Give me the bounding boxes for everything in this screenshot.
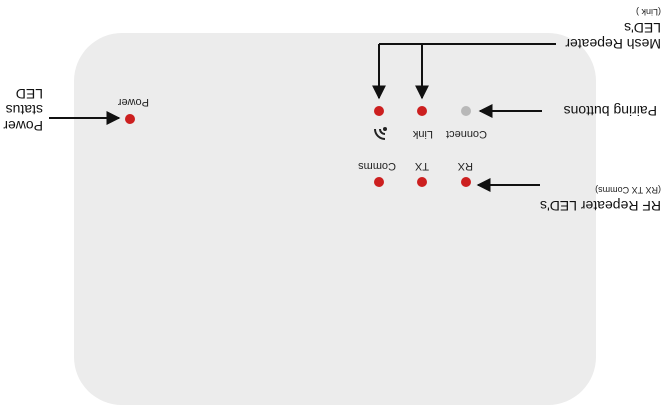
rf-repeater-sub: (RX TX Comms) <box>595 185 661 195</box>
power-callout: Power status LED <box>3 86 43 134</box>
mesh-repeater-callout: Mesh Repeater LED's (Link ) <box>565 4 661 52</box>
wireless-signal-icon <box>370 126 388 140</box>
pairing-callout: Pairing buttons <box>563 103 657 119</box>
mesh-repeater-sub: (Link ) <box>635 7 661 17</box>
rf-repeater-callout: RF Repeater LED's (RX TX Comms) <box>540 182 661 214</box>
